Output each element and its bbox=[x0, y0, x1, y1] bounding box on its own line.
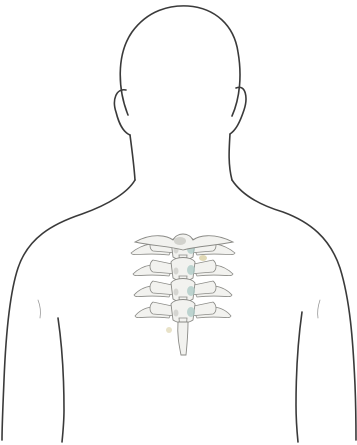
facet-joint-shadow bbox=[174, 310, 179, 317]
left-torso-outline bbox=[58, 318, 64, 442]
right-torso-outline bbox=[296, 312, 302, 442]
facet-joint-highlight bbox=[187, 307, 195, 317]
body-outline bbox=[2, 6, 356, 442]
facet-joint-shadow bbox=[174, 289, 179, 296]
thoracic-spine-illustration bbox=[131, 234, 235, 355]
right-shoulder-outline bbox=[232, 180, 356, 440]
left-shoulder-outline bbox=[2, 180, 135, 440]
left-arm-mark bbox=[38, 300, 40, 318]
facet-joint-shadow bbox=[174, 268, 179, 275]
lower-spinous-tail bbox=[178, 322, 188, 355]
facet-joint-highlight bbox=[187, 265, 195, 275]
facet-joint-highlight bbox=[187, 286, 195, 296]
head-outline bbox=[120, 6, 240, 116]
right-arm-mark bbox=[318, 300, 320, 318]
upper-vertebra-foramen bbox=[174, 237, 186, 245]
ligament-tint-lower bbox=[166, 327, 172, 333]
neck-left-outline bbox=[130, 135, 135, 180]
ligament-tint bbox=[199, 255, 207, 261]
neck-right-outline bbox=[229, 134, 232, 180]
